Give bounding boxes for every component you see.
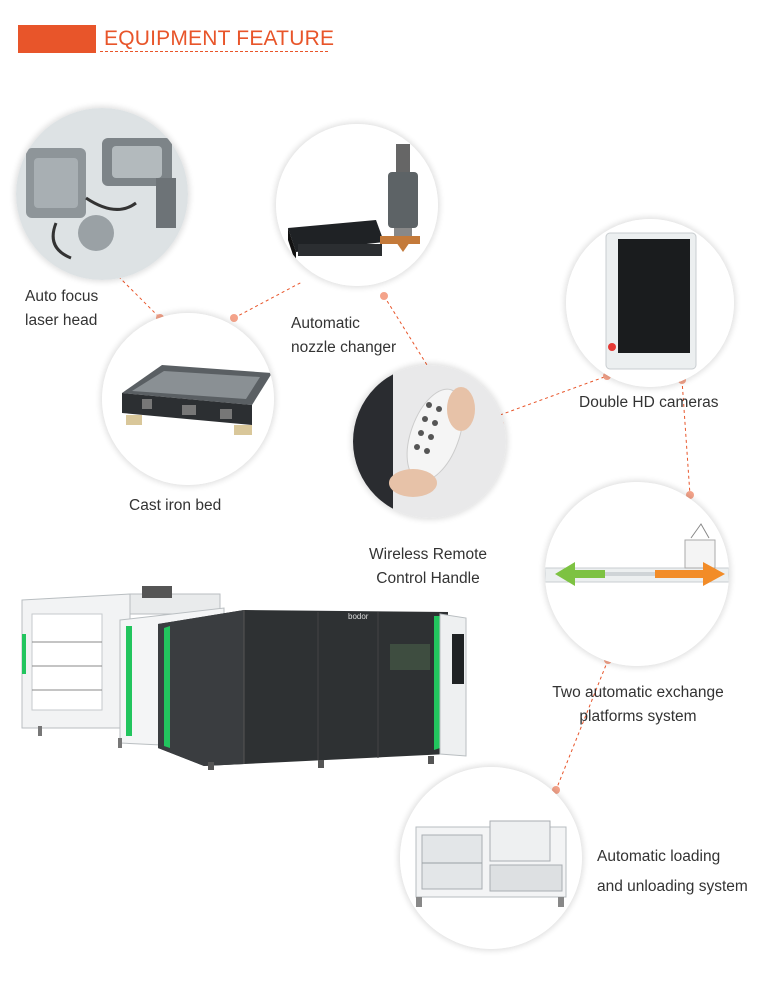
- feature-image-auto-focus: [16, 108, 188, 280]
- nozzle-changer-icon: [276, 124, 438, 286]
- feature-image-nozzle: [276, 124, 438, 286]
- label-line: Automatic loading: [597, 848, 721, 865]
- feature-image-remote: [353, 365, 506, 518]
- exchange-platform-icon: [545, 482, 729, 666]
- feature-image-platforms: [545, 482, 729, 666]
- laser-cutting-machine-icon: [21, 586, 467, 770]
- label-line: Auto focus: [25, 288, 99, 305]
- connector-dot: [380, 292, 388, 300]
- label-line: Wireless Remote: [369, 546, 487, 563]
- feature-image-loading: [400, 767, 582, 949]
- label-bed: Cast iron bed: [129, 494, 221, 518]
- label-line: and unloading system: [597, 878, 748, 895]
- page-title: EQUIPMENT FEATURE: [104, 27, 335, 50]
- header-underline: [100, 51, 328, 52]
- header-accent-bar: [18, 25, 96, 53]
- label-remote: Wireless Remote Control Handle: [365, 543, 491, 591]
- label-line: Automatic: [291, 315, 360, 332]
- label-cameras: Double HD cameras: [579, 391, 719, 415]
- camera-screen-icon: [566, 219, 734, 387]
- label-line: Two automatic exchange: [552, 684, 724, 701]
- label-line: platforms system: [579, 708, 697, 725]
- label-line: nozzle changer: [291, 339, 397, 356]
- machine-brand-logo: bodor: [348, 612, 369, 621]
- label-line: Cast iron bed: [129, 497, 222, 514]
- feature-image-cameras: [566, 219, 734, 387]
- label-line: laser head: [25, 312, 98, 329]
- label-nozzle: Automatic nozzle changer: [291, 312, 396, 360]
- connector-dot: [230, 314, 238, 322]
- header-accent-notch: [86, 25, 96, 53]
- cast-iron-bed-icon: [102, 313, 274, 485]
- label-auto-focus: Auto focus laser head: [25, 285, 98, 333]
- machine-illustration: bodor: [18, 578, 478, 778]
- label-loading: Automatic loading and unloading system: [597, 842, 748, 902]
- label-line: Control Handle: [376, 570, 480, 587]
- label-line: Double HD cameras: [579, 394, 719, 411]
- label-platforms: Two automatic exchange platforms system: [548, 681, 728, 729]
- loading-system-icon: [400, 767, 582, 949]
- remote-handle-icon: [353, 365, 506, 518]
- feature-image-bed: [102, 313, 274, 485]
- laser-head-icon: [16, 108, 188, 280]
